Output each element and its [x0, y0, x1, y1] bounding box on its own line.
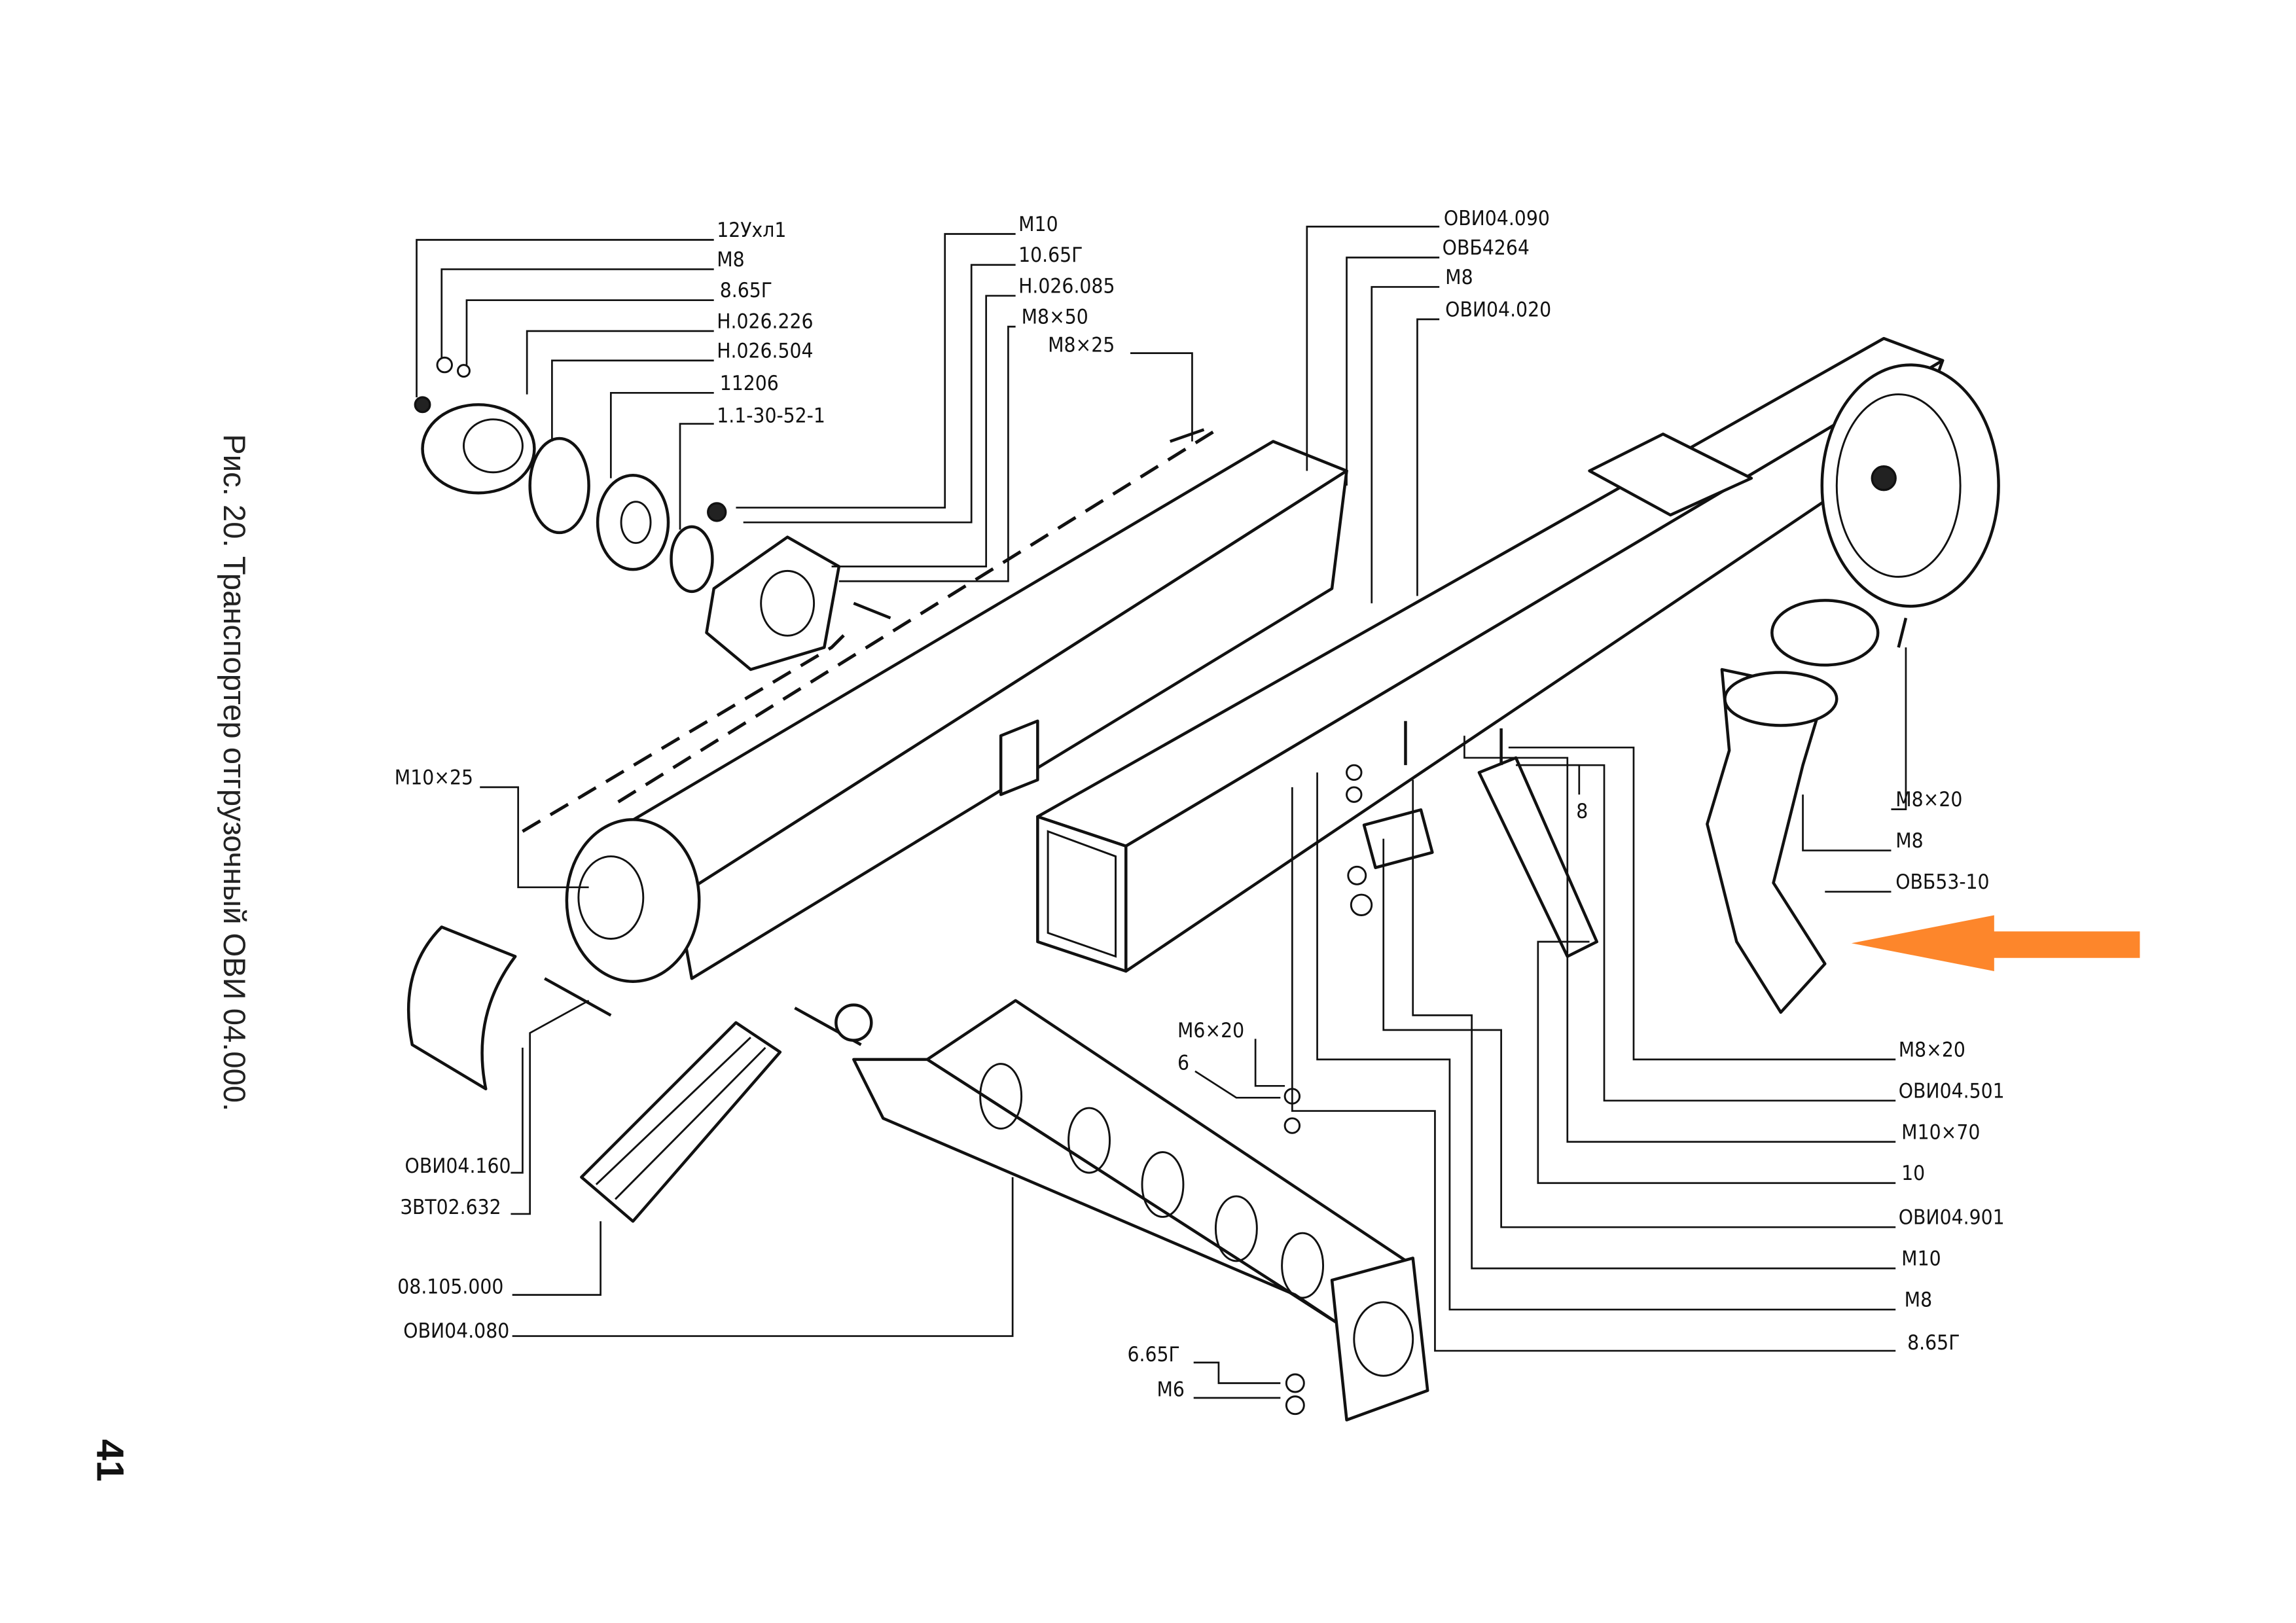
- label: ОВБ4264: [1443, 236, 1530, 260]
- label: 6: [1177, 1052, 1189, 1075]
- label: ОВИ04.090: [1444, 207, 1550, 230]
- labels-spout-group: M8×20 M8 ОВБ53-10: [1895, 788, 1989, 894]
- label: 1.1-30-52-1: [717, 404, 825, 427]
- label: M8: [1905, 1289, 1932, 1312]
- figure-caption: Рис. 20. Транспортер отгрузочный ОВИ 04.…: [217, 434, 251, 1111]
- labels-auger-bolt: M6×20 6: [1177, 1019, 1244, 1075]
- label: ОВИ04.901: [1899, 1206, 2005, 1230]
- label: 8: [1576, 800, 1588, 823]
- label: ОВИ04.080: [403, 1319, 509, 1343]
- drive-chain-and-guard: [406, 925, 782, 1223]
- labels-lower-left-group: ОВИ04.160 ЗВТ02.632 08.105.000 ОВИ04.080: [397, 1154, 511, 1343]
- label: M10×70: [1901, 1120, 1980, 1144]
- labels-bearing-group: 12Ухл1 M8 8.65Г Н.026.226 Н.026.504 1120…: [717, 219, 825, 427]
- label: ОВИ04.020: [1445, 298, 1551, 321]
- labels-housing-group: M10 10.65Г Н.026.085 M8×50 M8×25: [1018, 213, 1115, 357]
- label: 8.65Г: [720, 279, 772, 302]
- label: ОВИ04.501: [1899, 1079, 2005, 1103]
- label: M8×20: [1899, 1038, 1965, 1061]
- label: Н.026.226: [717, 310, 813, 333]
- label: Н.026.504: [717, 339, 813, 363]
- labels-auger-nut: 6.65Г M6: [1128, 1343, 1185, 1402]
- label: 8.65Г: [1907, 1331, 1960, 1355]
- labels-top-right-group: ОВИ04.090 ОВБ4264 M8 ОВИ04.020: [1443, 207, 1551, 321]
- label: 12Ухл1: [717, 219, 786, 242]
- label: M8×25: [1048, 333, 1115, 357]
- labels-right-group: M8×20 ОВИ04.501 M10×70 10 ОВИ04.901 M10 …: [1899, 1038, 2005, 1354]
- label: ОВБ53-10: [1895, 870, 1989, 894]
- lower-conveyor-tube: [1036, 336, 2000, 973]
- label: 10: [1901, 1162, 1925, 1185]
- label: ОВИ04.160: [405, 1154, 511, 1178]
- label: M8: [717, 248, 744, 272]
- label: M8: [1445, 266, 1473, 289]
- label: M10: [1018, 213, 1058, 236]
- label: M8×50: [1022, 306, 1088, 329]
- label: M10×25: [395, 766, 473, 789]
- label: 6.65Г: [1128, 1343, 1180, 1366]
- auger-trough: [794, 999, 1429, 1421]
- label: M8: [1895, 829, 1923, 853]
- label: M8×20: [1895, 788, 1962, 812]
- spout-and-brace: [1346, 617, 1908, 1014]
- bearing-assembly: [414, 356, 1205, 671]
- auger-flights: [979, 1063, 1325, 1299]
- label: Н.026.085: [1018, 274, 1115, 298]
- label: 11206: [720, 372, 779, 395]
- label: 10.65Г: [1018, 243, 1083, 267]
- label: ЗВТ02.632: [401, 1196, 501, 1219]
- highlight-arrow: [1851, 915, 2140, 971]
- label: M6×20: [1177, 1019, 1244, 1043]
- page-number: 41: [89, 1439, 132, 1482]
- leader-lines: [416, 225, 1907, 1399]
- upper-conveyor-tube: [522, 425, 1348, 983]
- label: 08.105.000: [397, 1275, 503, 1298]
- label: M10: [1901, 1247, 1941, 1271]
- label: M6: [1157, 1378, 1184, 1402]
